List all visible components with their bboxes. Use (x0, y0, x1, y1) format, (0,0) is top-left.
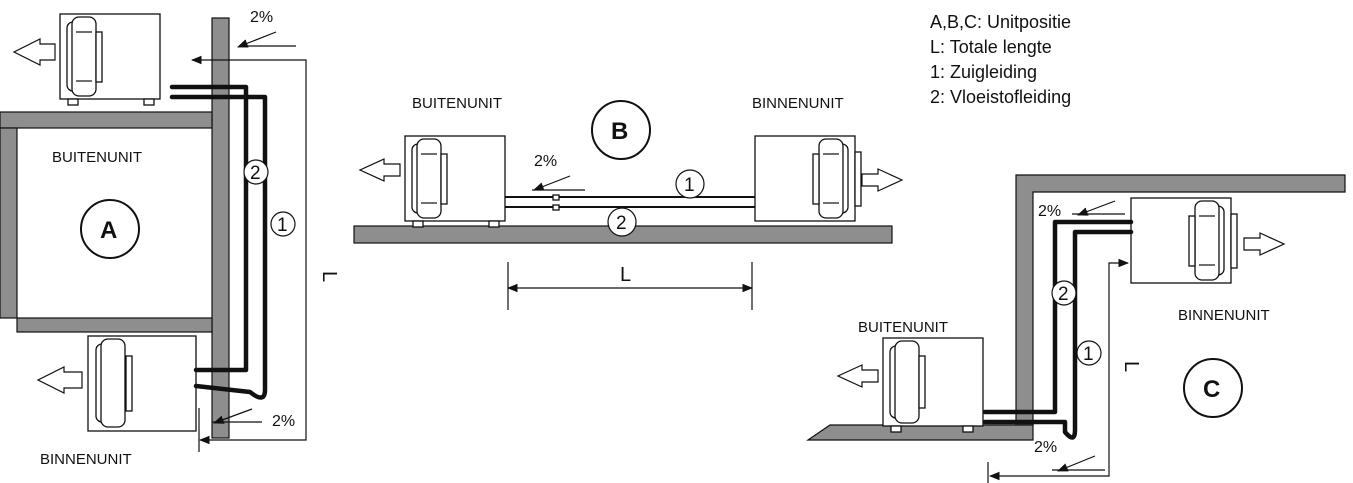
outdoor-label-b: BUITENUNIT (412, 95, 502, 112)
left-wall-a (0, 127, 18, 319)
legend-line-positions: A,B,C: Unitpositie (930, 12, 1071, 32)
position-c-diagram: BINNENUNIT BUITENUNIT 2 1 C 2% 2% L (806, 174, 1346, 483)
slope-label-c-top: 2% (1038, 203, 1061, 220)
svg-text:2: 2 (616, 213, 627, 234)
indoor-unit-b (754, 135, 862, 222)
liquid-pipe-marker-a (243, 159, 269, 185)
lower-floor-a (16, 317, 213, 333)
outdoor-label-c: BUITENUNIT (858, 319, 948, 336)
airflow-arrow-icon (1243, 232, 1286, 256)
indoor-label-b: BINNENUNIT (752, 95, 844, 112)
slope-label-a-top: 2% (250, 9, 273, 26)
svg-text:1: 1 (277, 215, 288, 236)
slope-label-a-bottom: 2% (272, 413, 295, 430)
legend-line-liquid: 2: Vloeistofleiding (930, 87, 1071, 107)
indoor-label-c: BINNENUNIT (1178, 307, 1270, 324)
length-dimension-a (190, 55, 307, 445)
suction-pipe-marker-b (675, 169, 705, 199)
outdoor-unit-b (404, 135, 506, 228)
svg-text:1: 1 (684, 175, 695, 196)
suction-pipe-marker-a (270, 211, 296, 237)
position-marker-c (1183, 358, 1243, 418)
legend-line-suction: 1: Zuigleiding (930, 62, 1037, 82)
position-marker-a (80, 199, 140, 259)
svg-text:A: A (100, 217, 117, 244)
outdoor-unit-c (882, 337, 984, 433)
position-marker-b (591, 100, 651, 160)
slope-label-b: 2% (534, 153, 557, 170)
upper-floor-a (0, 111, 213, 129)
airflow-arrow-icon (36, 366, 83, 394)
svg-text:2: 2 (250, 163, 261, 184)
legend: A,B,C: Unitpositie L: Totale lengte 1: Z… (930, 12, 1071, 107)
outdoor-label-a: BUITENUNIT (52, 149, 142, 166)
airflow-arrow-icon (861, 168, 904, 192)
airflow-arrow-icon (836, 364, 879, 388)
slope-label-c-bottom: 2% (1034, 439, 1057, 456)
suction-pipe-a (169, 94, 268, 400)
svg-text:L: L (620, 264, 631, 286)
position-a-diagram: BUITENUNIT BINNENUNIT 2 1 A L 2% 2% (0, 9, 340, 468)
outdoor-unit-a (59, 13, 161, 106)
liquid-pipe-marker-b (607, 207, 637, 237)
indoor-label-a: BINNENUNIT (40, 451, 132, 468)
floor-c (806, 424, 1034, 441)
airflow-arrow-icon (12, 38, 56, 66)
svg-text:1: 1 (1083, 344, 1094, 365)
airflow-arrow-icon (358, 158, 401, 182)
legend-line-length: L: Totale lengte (930, 37, 1052, 57)
indoor-unit-c (1130, 197, 1238, 284)
svg-text:L: L (318, 271, 340, 282)
svg-text:L: L (1120, 361, 1142, 372)
length-dimension-c (988, 258, 1130, 481)
wall-a (211, 17, 230, 439)
position-b-diagram: BUITENUNIT BINNENUNIT 1 2 B 2% L (353, 95, 904, 310)
svg-text:2: 2 (1058, 284, 1069, 305)
indoor-unit-a (87, 335, 197, 432)
svg-text:C: C (1203, 376, 1220, 403)
svg-text:B: B (611, 118, 628, 145)
